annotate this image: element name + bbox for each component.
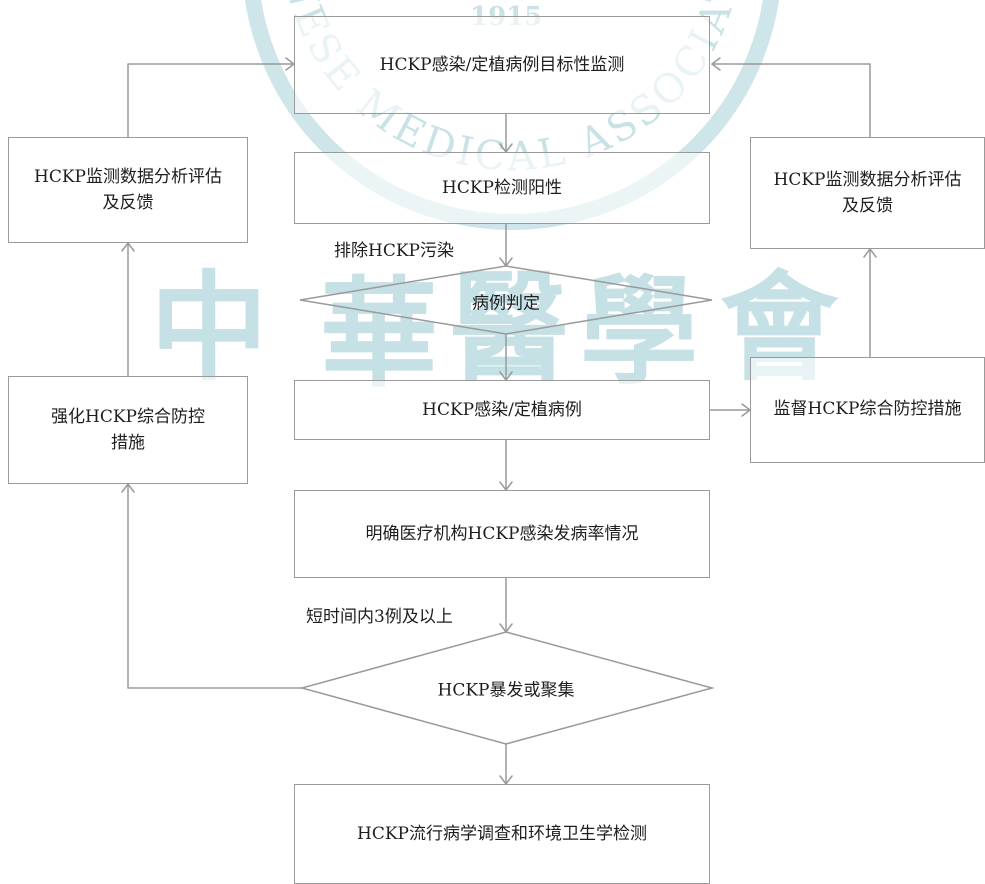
positive-test-label: HCKP检测阳性 — [442, 177, 562, 198]
right-supervise-box: 监督HCKP综合防控措施 — [750, 357, 985, 463]
left-analysis-line-1: HCKP监测数据分析评估 — [34, 166, 222, 187]
case-judgement-diamond — [299, 265, 713, 335]
right-analysis-line-1: HCKP监测数据分析评估 — [773, 169, 962, 190]
incidence-box: 明确医疗机构HCKP感染发病率情况 — [294, 490, 710, 578]
epidemiology-label: HCKP流行病学调查和环境卫生学检测 — [357, 823, 647, 844]
edge-left-analysis-to-monitoring — [127, 63, 295, 138]
infection-case-label: HCKP感染/定植病例 — [422, 399, 582, 420]
left-strengthen-line-2: 措施 — [111, 433, 145, 453]
right-analysis-line-2: 及反馈 — [842, 196, 893, 216]
target-monitoring-box: HCKP感染/定植病例目标性监测 — [294, 16, 710, 114]
target-monitoring-label: HCKP感染/定植病例目标性监测 — [379, 54, 625, 75]
left-analysis-line-2: 及反馈 — [102, 193, 154, 213]
edge-outbreak-to-strengthen — [127, 483, 303, 689]
outbreak-decision-diamond — [299, 631, 715, 745]
three-cases-label: 短时间内3例及以上 — [306, 607, 453, 627]
left-strengthen-box: 强化HCKP综合防控 措施 — [8, 376, 248, 484]
case-judgement-label: 病例判定 — [472, 293, 540, 314]
watermark-char-4: 學 — [580, 262, 699, 401]
outbreak-decision-label: HCKP暴发或聚集 — [437, 680, 575, 701]
watermark-char-1: 中 — [150, 258, 269, 397]
epidemiology-box: HCKP流行病学调查和环境卫生学检测 — [294, 784, 710, 884]
left-strengthen-line-1: 强化HCKP综合防控 — [51, 406, 205, 427]
incidence-label: 明确医疗机构HCKP感染发病率情况 — [365, 523, 639, 544]
edge-right-analysis-to-monitoring — [711, 63, 871, 138]
left-analysis-box: HCKP监测数据分析评估 及反馈 — [8, 137, 248, 243]
right-analysis-box: HCKP监测数据分析评估 及反馈 — [750, 137, 985, 249]
infection-case-box: HCKP感染/定植病例 — [294, 380, 710, 440]
positive-test-box: HCKP检测阳性 — [294, 152, 710, 224]
exclude-contamination-label: 排除HCKP污染 — [334, 241, 454, 261]
right-supervise-label: 监督HCKP综合防控措施 — [773, 399, 962, 419]
